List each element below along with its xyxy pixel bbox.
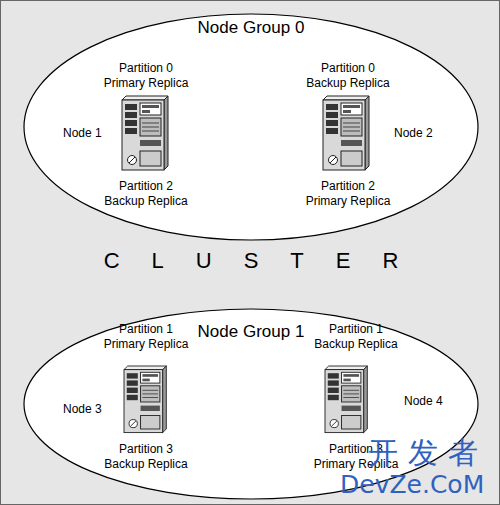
replica-label: Partition 0 Primary Replica xyxy=(98,61,194,91)
replica-label: Partition 1 Primary Replica xyxy=(98,322,194,352)
node-label: Node 4 xyxy=(404,394,449,409)
node-group-ellipse: Node Group 0 Partition 0 Primary ReplicaN… xyxy=(23,13,479,241)
cluster-title: CLUSTER xyxy=(1,248,500,274)
group-title: Node Group 0 xyxy=(151,18,351,38)
node-label: Node 3 xyxy=(63,402,118,417)
server-node: Partition 1 Primary ReplicaNode 3 Partiti… xyxy=(56,320,206,475)
node-label: Node 1 xyxy=(63,126,118,141)
replica-label: Partition 3 Backup Replica xyxy=(98,442,194,472)
replica-label: Partition 3 Primary Replica xyxy=(308,442,404,472)
replica-label: Partition 1 Backup Replica xyxy=(308,322,404,352)
ellipse-shape xyxy=(24,309,478,499)
server-node: Partition 0 Primary ReplicaNode 1 Partiti… xyxy=(56,59,206,211)
ellipse-shape xyxy=(24,14,478,240)
replica-label: Partition 2 Backup Replica xyxy=(98,179,194,209)
replica-label: Partition 0 Backup Replica xyxy=(300,61,396,91)
server-node: Partition 1 Backup ReplicaNode 4 Partitio… xyxy=(291,320,451,475)
server-node: Partition 0 Backup ReplicaNode 2 Partitio… xyxy=(291,59,441,211)
node-label: Node 2 xyxy=(394,126,439,141)
node-group-ellipse: Node Group 1Partition 1 Primary ReplicaN… xyxy=(23,308,479,500)
replica-label: Partition 2 Primary Replica xyxy=(300,179,396,209)
